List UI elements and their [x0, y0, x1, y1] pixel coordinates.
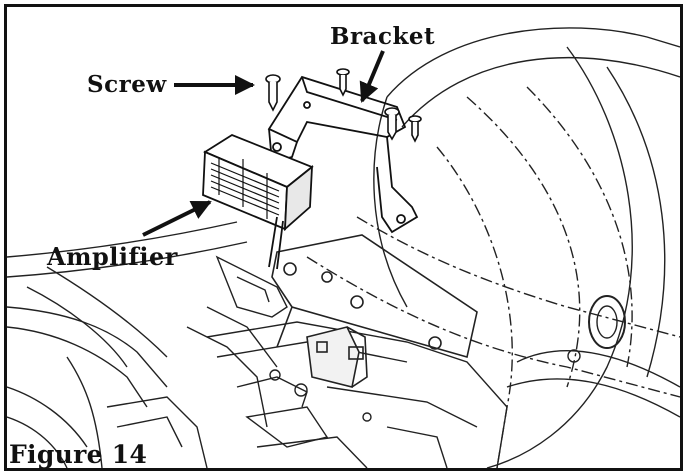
floor-plate — [206, 321, 508, 468]
seat-pan — [7, 221, 288, 468]
screw-label: Screw — [87, 71, 167, 98]
figure-caption: Figure 14 — [9, 440, 148, 469]
arrow-icon — [142, 200, 212, 237]
screw-2 — [336, 68, 350, 97]
screw-4 — [408, 115, 422, 143]
fender-outline — [306, 27, 680, 468]
arrow-icon — [359, 50, 385, 103]
screw-parts — [265, 68, 422, 143]
technical-drawing — [7, 27, 680, 468]
amplifier-part — [202, 133, 314, 270]
amplifier-label: Amplifier — [47, 242, 178, 271]
bracket-label: Bracket — [330, 23, 436, 50]
screw-3 — [384, 107, 400, 141]
figure-frame: Bracket Screw Amplifier Figure 14 — [4, 4, 683, 471]
callout-arrows — [142, 50, 385, 237]
screw-1 — [265, 74, 281, 112]
mounting-plate — [271, 234, 478, 388]
